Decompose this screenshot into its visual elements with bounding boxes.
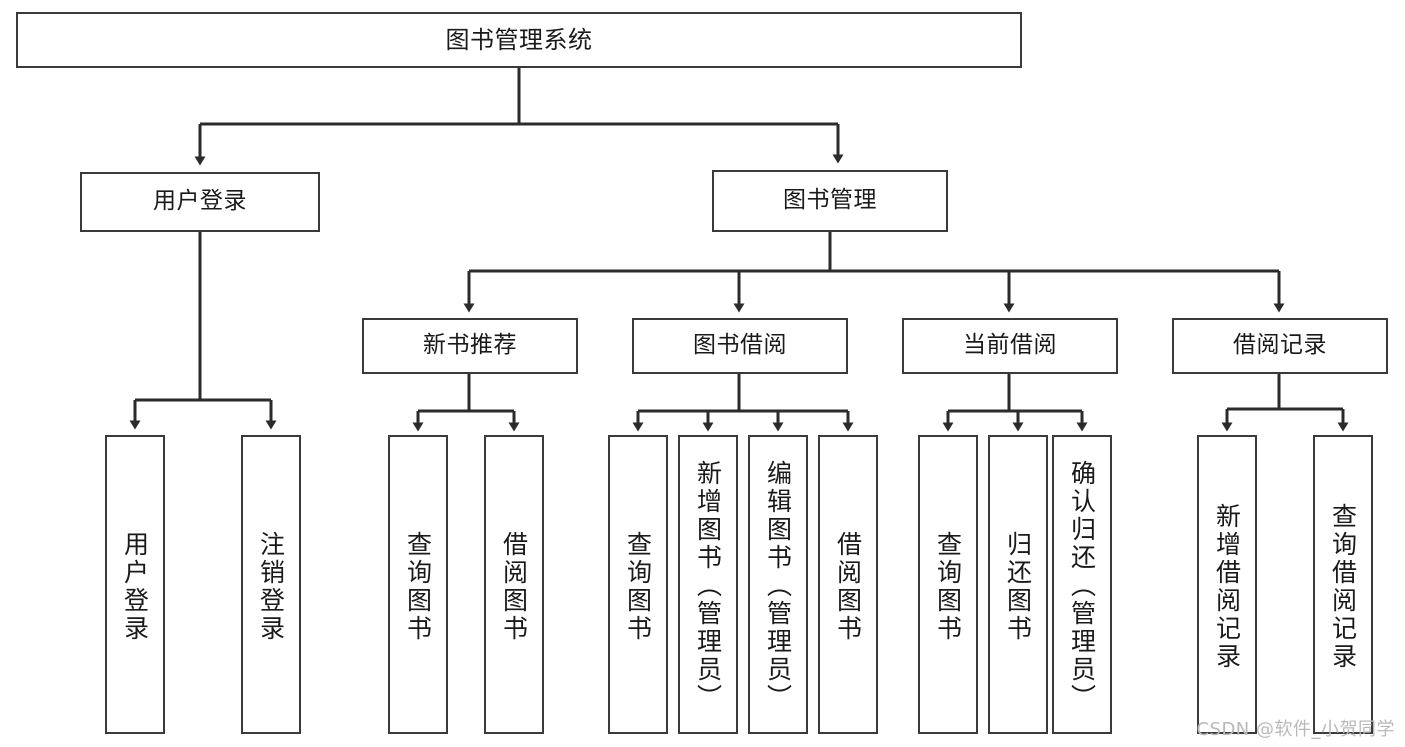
leaf-book-borrow-edit-book-admin[interactable]: 编辑图书（管理员）: [748, 435, 808, 734]
leaf-book-borrow-query-book[interactable]: 查询图书: [608, 435, 668, 734]
node-label: 查询图书: [623, 530, 653, 643]
leaf-book-borrow-add-book-admin[interactable]: 新增图书（管理员）: [678, 435, 738, 734]
node-label: 查询借阅记录: [1328, 502, 1358, 671]
node-user-login[interactable]: 用户登录: [80, 172, 320, 232]
node-label: 确认归还（管理员）: [1067, 459, 1097, 712]
node-new-book-recommend[interactable]: 新书推荐: [362, 318, 578, 374]
node-label: 当前借阅: [963, 332, 1057, 359]
node-label: 新增图书（管理员）: [693, 459, 723, 712]
leaf-current-borrow-confirm-return-admin[interactable]: 确认归还（管理员）: [1052, 435, 1112, 734]
node-label: 图书管理系统: [445, 25, 593, 54]
leaf-new-book-query-book[interactable]: 查询图书: [388, 435, 448, 734]
node-label: 借阅图书: [833, 530, 863, 643]
node-label: 图书管理: [783, 187, 877, 214]
node-label: 借阅记录: [1233, 332, 1327, 359]
node-label: 查询图书: [403, 530, 433, 643]
node-label: 查询图书: [933, 530, 963, 643]
leaf-current-borrow-query-book[interactable]: 查询图书: [918, 435, 978, 734]
node-label: 注销登录: [256, 530, 286, 643]
node-root-system[interactable]: 图书管理系统: [16, 12, 1022, 68]
node-label: 图书借阅: [693, 332, 787, 359]
csdn-watermark: CSDN @软件_小贺同学: [1196, 719, 1395, 740]
node-book-management[interactable]: 图书管理: [712, 170, 948, 232]
leaf-borrow-record-add-record[interactable]: 新增借阅记录: [1197, 435, 1257, 734]
node-label: 新书推荐: [423, 332, 517, 359]
node-label: 编辑图书（管理员）: [763, 459, 793, 712]
node-book-borrow[interactable]: 图书借阅: [632, 318, 848, 374]
node-label: 用户登录: [153, 188, 247, 215]
leaf-user-login-signout[interactable]: 注销登录: [241, 435, 301, 734]
node-label: 新增借阅记录: [1212, 502, 1242, 671]
node-current-borrow[interactable]: 当前借阅: [902, 318, 1118, 374]
node-label: 归还图书: [1003, 530, 1033, 643]
leaf-current-borrow-return-book[interactable]: 归还图书: [988, 435, 1048, 734]
leaf-book-borrow-borrow-book[interactable]: 借阅图书: [818, 435, 878, 734]
node-borrow-record[interactable]: 借阅记录: [1172, 318, 1388, 374]
leaf-new-book-borrow-book[interactable]: 借阅图书: [484, 435, 544, 734]
node-label: 借阅图书: [499, 530, 529, 643]
leaf-borrow-record-query-record[interactable]: 查询借阅记录: [1313, 435, 1373, 734]
node-label: 用户登录: [120, 530, 150, 643]
leaf-user-login-signin[interactable]: 用户登录: [105, 435, 165, 734]
